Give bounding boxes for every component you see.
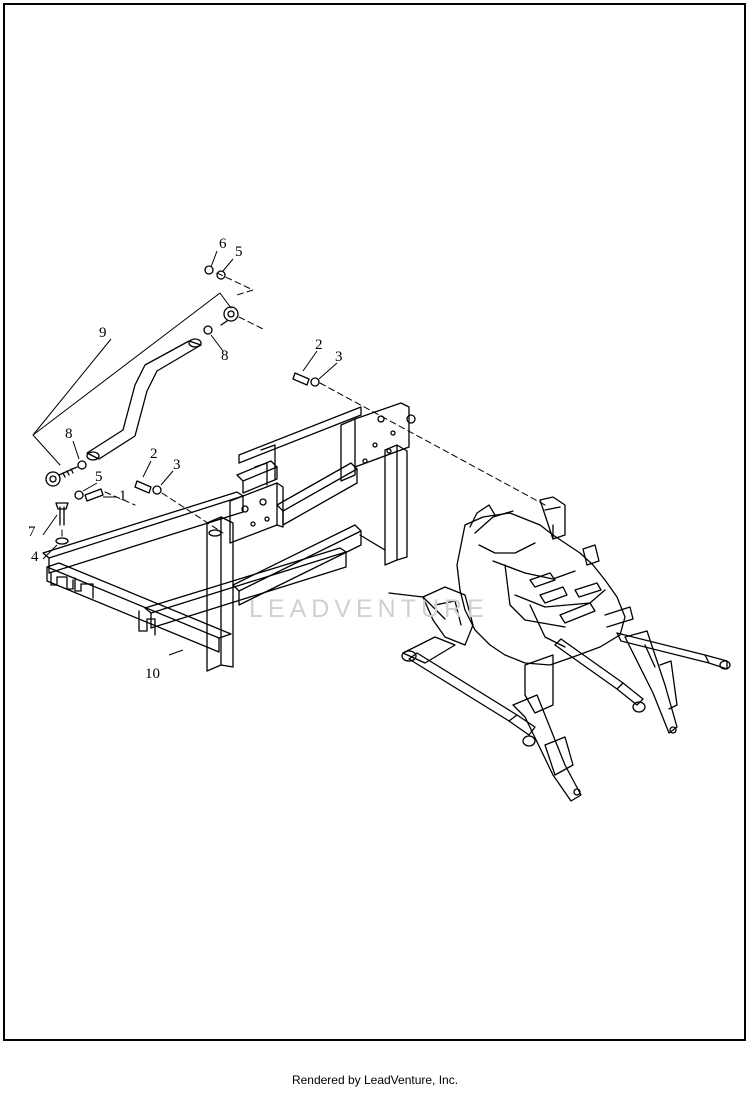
callout-3-rear: 3 [335, 349, 343, 365]
callout-7: 7 [28, 524, 36, 540]
callout-9: 9 [99, 325, 107, 341]
watermark-text: LEADVENTURE [249, 595, 489, 623]
callout-10: 10 [145, 666, 160, 682]
callout-8: 8 [65, 426, 73, 442]
callout-5-top: 5 [235, 244, 243, 260]
assembly-lines [61, 272, 546, 538]
rear-chassis-assembly [388, 496, 731, 802]
front-frame-assembly [42, 402, 416, 672]
leader-lines [32, 250, 338, 656]
footer-credit: Rendered by LeadVenture, Inc. [291, 1073, 459, 1087]
tie-rod-assembly [45, 265, 320, 545]
parts-diagram: LEADVENTURE 1 2 3 4 5 6 7 8 9 10 2 3 5 8 [28, 236, 731, 802]
callout-2-rear: 2 [315, 337, 323, 353]
callout-4: 4 [31, 549, 39, 565]
callout-5: 5 [95, 469, 103, 485]
callout-6: 6 [219, 236, 227, 252]
callout-3: 3 [173, 457, 181, 473]
callout-1: 1 [119, 488, 127, 504]
diagram-frame: LEADVENTURE 1 2 3 4 5 6 7 8 9 10 2 3 5 8 [3, 3, 746, 1041]
callout-2: 2 [150, 446, 158, 462]
callout-labels: 1 2 3 4 5 6 7 8 9 10 2 3 5 8 [28, 236, 343, 682]
callout-8-right: 8 [221, 348, 229, 364]
